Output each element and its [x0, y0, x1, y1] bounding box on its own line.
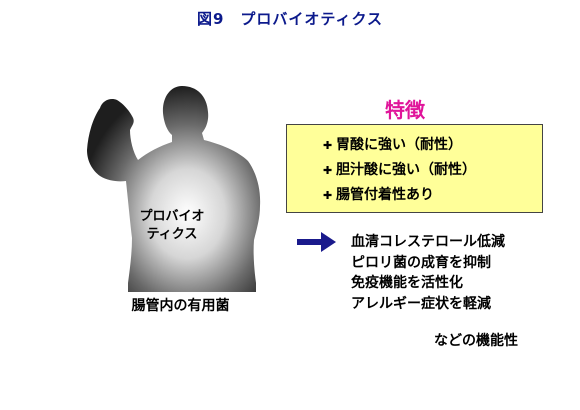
probiotics-body-label: プロバイオ ティクス — [122, 208, 222, 244]
features-box: ✚胃酸に強い（耐性） ✚胆汁酸に強い（耐性） ✚腸管付着性あり — [286, 124, 543, 213]
cross-bullet-icon: ✚ — [323, 164, 333, 177]
body-label-line-1: プロバイオ — [139, 209, 205, 224]
features-heading: 特徴 — [385, 98, 425, 122]
effect-item: ピロリ菌の成育を抑制 — [351, 254, 491, 271]
effects-list: 血清コレステロール低減 ピロリ菌の成育を抑制 免疫機能を活性化 アレルギー症状を… — [351, 232, 505, 314]
flexing-torso-icon — [87, 86, 261, 292]
effect-item: 血清コレステロール低減 — [351, 234, 505, 250]
effect-item: 免疫機能を活性化 — [351, 275, 463, 291]
feature-item: ✚腸管付着性あり — [323, 183, 542, 208]
figure-caption: 腸管内の有用菌 — [131, 298, 230, 314]
cross-bullet-icon: ✚ — [323, 139, 333, 152]
body-label-line-2: ティクス — [146, 227, 198, 242]
effect-item: アレルギー症状を軽減 — [351, 295, 491, 312]
figure-title: 図9 プロバイオティクス — [196, 10, 384, 28]
muscular-figure-image — [60, 78, 265, 293]
right-arrow-icon — [297, 231, 337, 253]
feature-item: ✚胆汁酸に強い（耐性） — [323, 158, 542, 183]
cross-bullet-icon: ✚ — [323, 189, 333, 202]
functionality-note: などの機能性 — [434, 333, 518, 349]
feature-item: ✚胃酸に強い（耐性） — [323, 133, 542, 158]
